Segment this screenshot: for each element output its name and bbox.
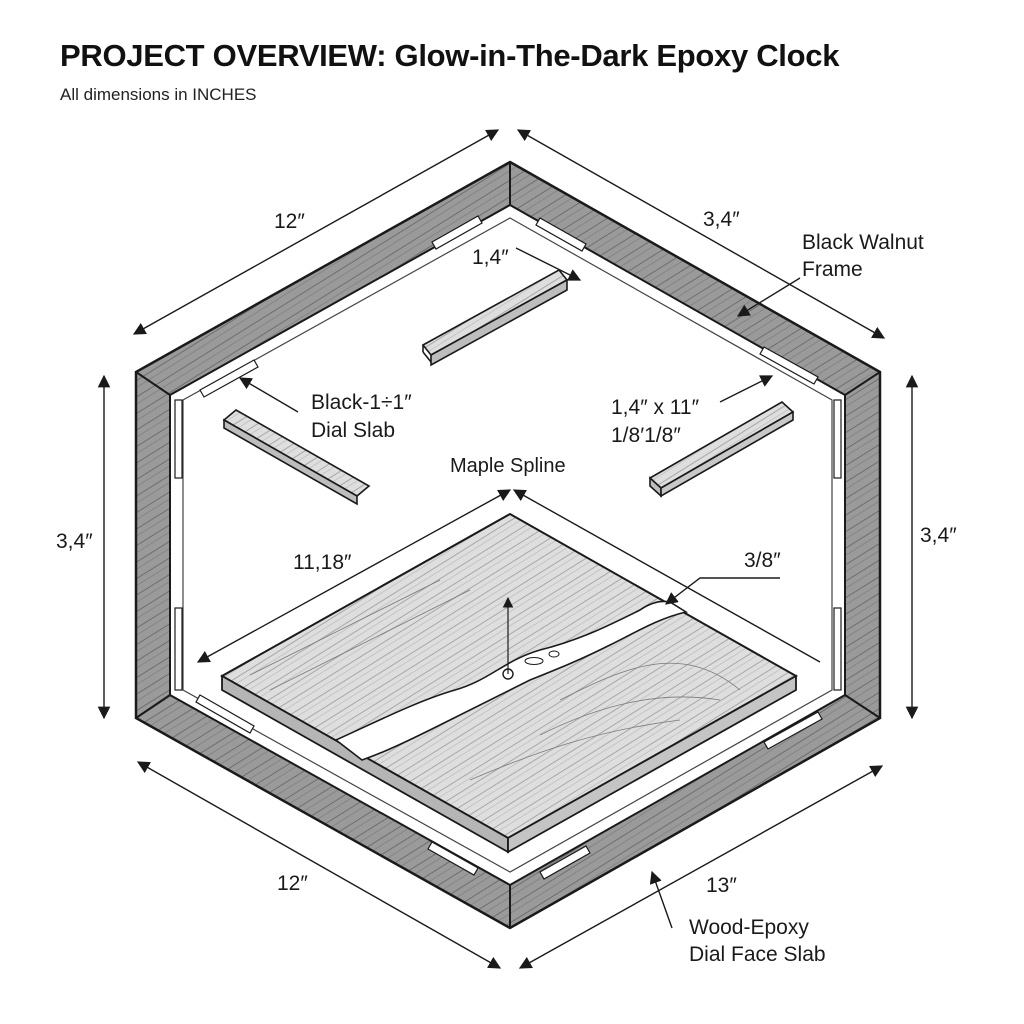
- callout-left-spline-line1: Black-1÷1″: [311, 391, 412, 414]
- leader-left-spline: [238, 377, 299, 413]
- dim-label-slab-thickness: 3/8″: [744, 549, 781, 572]
- dim-label-spline-top: 1,4″: [472, 246, 509, 269]
- leader-dial-face: [649, 870, 673, 929]
- frame-slot: [199, 359, 259, 398]
- dim-line-top-left: [132, 129, 500, 335]
- epoxy-river: [334, 600, 689, 761]
- dim-line-spline-top: [515, 247, 582, 281]
- frame-slot: [174, 607, 183, 691]
- dim-line-slab-right: [512, 489, 821, 663]
- page-title: PROJECT OVERVIEW: Glow-in-The-Dark Epoxy…: [60, 38, 840, 73]
- callout-right-spline-line2: 1/8′1/8″: [611, 424, 681, 447]
- dim-label-top-left: 12″: [274, 210, 305, 233]
- callout-frame-line2: Frame: [802, 258, 863, 281]
- spline-left: [222, 409, 371, 506]
- spline-right: [648, 401, 795, 498]
- callout-left-spline-line2: Dial Slab: [311, 419, 395, 442]
- frame-slot: [195, 694, 255, 734]
- leader-slab-thickness: [664, 577, 780, 605]
- dim-label-left: 3,4″: [56, 530, 93, 553]
- callout-right-spline-line1: 1,4″ x 11″: [611, 396, 700, 419]
- dim-label-bottom-right: 13″: [706, 874, 737, 897]
- epoxy-drop: [548, 650, 560, 658]
- page-subtitle: All dimensions in INCHES: [60, 85, 257, 104]
- dim-label-right: 3,4″: [920, 524, 957, 547]
- callout-frame-line1: Black Walnut: [802, 231, 924, 254]
- dim-line-slab-width: [196, 489, 512, 663]
- dimension-lines: [97, 129, 919, 969]
- callout-dial-face-line1: Wood-Epoxy: [689, 916, 809, 939]
- dim-line-bottom-left: [136, 761, 502, 969]
- dim-label-top-right: 3,4″: [703, 208, 740, 231]
- frame-slot: [833, 607, 842, 691]
- callout-dial-face-line2: Dial Face Slab: [689, 943, 826, 966]
- frame-rabbet: [182, 217, 833, 873]
- frame-slot: [763, 711, 823, 750]
- dim-label-slab-width: 11,18″: [293, 551, 352, 574]
- dim-line-bottom-right: [518, 765, 884, 969]
- frame-slot: [833, 399, 842, 479]
- dim-label-bottom-left: 12″: [277, 872, 308, 895]
- epoxy-drop: [524, 657, 544, 665]
- leader-right-spline: [719, 375, 774, 403]
- callout-maple-spline: Maple Spline: [450, 455, 566, 477]
- dim-line-top-right: [516, 129, 886, 339]
- frame-slot: [174, 399, 183, 479]
- frame-slot: [759, 346, 819, 385]
- leader-frame: [736, 277, 801, 317]
